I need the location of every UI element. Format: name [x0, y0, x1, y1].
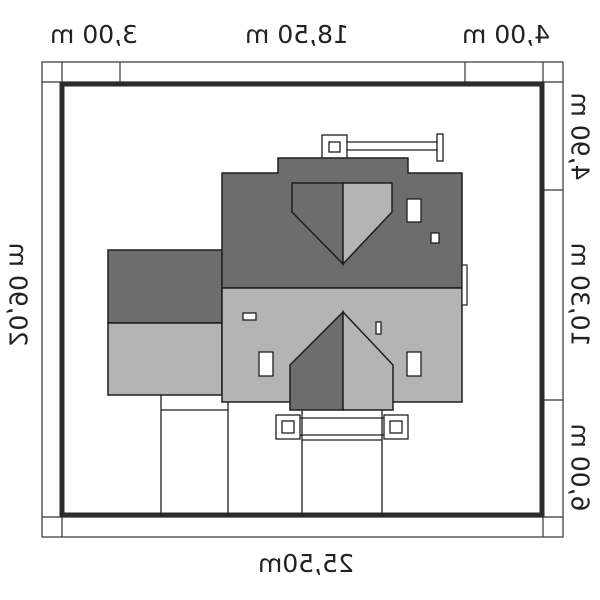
- entrance-pillars: [275, 414, 409, 440]
- dim-right-middle: 10,30 m: [565, 242, 595, 347]
- garage-roof: [107, 249, 223, 396]
- driveway-lines: [160, 395, 383, 515]
- upper-dormer: [291, 182, 393, 266]
- dim-top-left: 3,00 m: [50, 20, 138, 49]
- dim-top-middle: 18,50 m: [245, 20, 349, 49]
- dim-left: 20,90 m: [3, 242, 33, 347]
- upper-chimney: [321, 133, 444, 162]
- dim-bottom: 25,50m: [258, 549, 354, 578]
- entrance-gable: [289, 310, 394, 411]
- dim-right-top: 4,90 m: [565, 92, 595, 181]
- dim-top-right: 4,00 m: [462, 20, 550, 49]
- side-gutter: [461, 264, 468, 306]
- roof-windows: [242, 198, 440, 377]
- dim-right-bottom: 6,00 m: [565, 423, 595, 512]
